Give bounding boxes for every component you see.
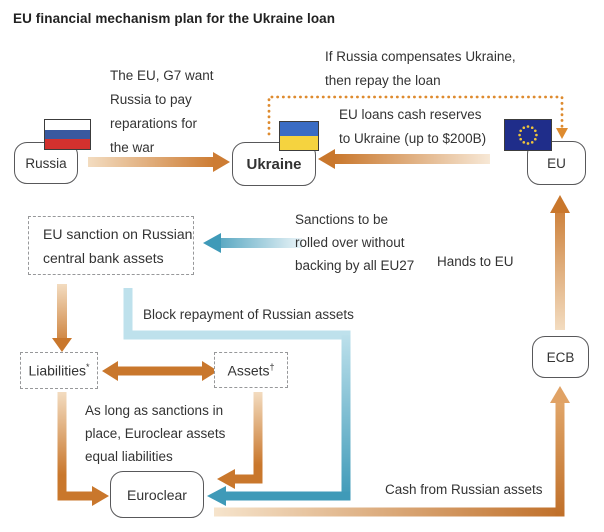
diagram-title: EU financial mechanism plan for the Ukra… xyxy=(13,11,336,26)
label-equal-liabilities: As long as sanctions in place, Euroclear… xyxy=(85,403,226,464)
node-liabilities: Liabilities* xyxy=(20,352,98,389)
node-euroclear: Euroclear xyxy=(110,471,204,518)
arrow-liabilities-to-euroclear xyxy=(57,392,109,506)
label-repay-loan: If Russia compensates Ukraine, then repa… xyxy=(325,49,516,88)
label-block-repayment: Block repayment of Russian assets xyxy=(143,307,354,322)
node-ecb-label: ECB xyxy=(546,349,575,365)
arrow-eu-to-ukraine xyxy=(318,149,490,169)
eu-flag-stars xyxy=(518,125,538,145)
liabilities-footnote-mark: * xyxy=(86,362,90,373)
node-eu-sanction: EU sanction on Russian central bank asse… xyxy=(28,216,194,275)
russia-flag-icon xyxy=(44,119,91,150)
ukraine-flag-icon xyxy=(279,121,319,151)
label-reparations: The EU, G7 want Russia to pay reparation… xyxy=(110,68,214,155)
node-ukraine: Ukraine xyxy=(232,142,316,186)
path-block-repayment xyxy=(123,288,351,506)
arrow-liabilities-assets xyxy=(102,361,218,381)
arrow-russia-to-ukraine xyxy=(88,152,230,172)
node-euroclear-label: Euroclear xyxy=(127,486,187,503)
arrow-cash-to-ecb xyxy=(214,386,570,517)
node-russia-label: Russia xyxy=(25,155,67,171)
label-sanctions-rollover: Sanctions to be rolled over without back… xyxy=(295,212,415,273)
arrow-dotted-repay-loan xyxy=(267,95,568,139)
arrow-sanction-to-liabilities xyxy=(52,284,72,352)
label-cash-from-assets: Cash from Russian assets xyxy=(385,482,543,497)
arrow-sanctions-rollover xyxy=(203,233,302,253)
node-eu-label: EU xyxy=(547,155,566,171)
label-hands-to-eu: Hands to EU xyxy=(437,254,514,269)
node-liabilities-label: Liabilities* xyxy=(28,362,90,379)
node-assets: Assets† xyxy=(214,352,288,388)
label-eu-loans: EU loans cash reserves to Ukraine (up to… xyxy=(339,107,487,146)
arrow-ecb-to-eu xyxy=(550,195,570,330)
node-eu: EU xyxy=(527,141,586,185)
node-assets-label: Assets† xyxy=(227,361,275,379)
arrow-assets-to-euroclear xyxy=(217,392,263,489)
node-ecb: ECB xyxy=(532,336,589,378)
node-ukraine-label: Ukraine xyxy=(246,155,302,173)
node-eu-sanction-label: EU sanction on Russian central bank asse… xyxy=(43,225,193,266)
eu-flag-icon xyxy=(504,119,552,151)
assets-footnote-mark: † xyxy=(269,361,275,372)
